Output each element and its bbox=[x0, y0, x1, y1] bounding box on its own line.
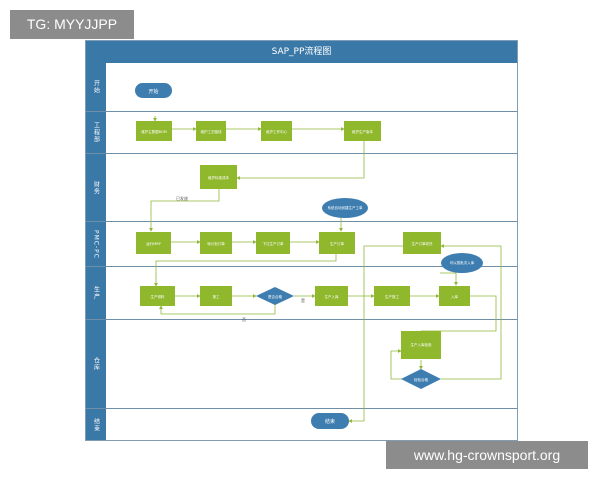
start-node: 开始 bbox=[135, 83, 172, 98]
process-release-order-label: 下达生产订单 bbox=[263, 241, 284, 246]
process-mrp: 运行MRP bbox=[136, 232, 171, 254]
process-planned-order: 转计划订单 bbox=[200, 232, 232, 254]
lane-divider bbox=[86, 319, 517, 320]
start-node-label: 开始 bbox=[148, 88, 158, 95]
watermark-bottom-right: www.hg-crownsport.org bbox=[386, 441, 588, 469]
diagram-title: SAP_PP流程图 bbox=[86, 41, 517, 63]
process-stock-in-label: 入库 bbox=[451, 294, 459, 299]
lane-label-finance: 财务 bbox=[86, 154, 106, 221]
process-routing-label: 维护工艺路线 bbox=[201, 129, 222, 134]
note-batch-receipt: 可以按批次入库 bbox=[441, 253, 483, 273]
process-report-work-label: 报工 bbox=[213, 294, 220, 299]
process-release-order: 下达生产订单 bbox=[256, 232, 290, 254]
note-auto-order: 系统自动创建生产工单 bbox=[322, 198, 368, 218]
process-version: 维护生产版本 bbox=[344, 121, 381, 141]
process-finance: 维护标准成本 bbox=[200, 165, 237, 189]
process-bom: 维护主数据BOM bbox=[136, 121, 172, 141]
lane-label-start: 开始 bbox=[86, 63, 106, 111]
connectors bbox=[149, 116, 502, 423]
process-production-report: 生产报工 bbox=[374, 286, 410, 306]
process-material-issue-label: 生产领料 bbox=[151, 294, 165, 299]
process-finance-label: 维护标准成本 bbox=[208, 175, 229, 180]
process-work-center: 维护工作中心 bbox=[261, 121, 292, 141]
end-node-label: 结束 bbox=[325, 418, 335, 425]
process-inbound-inspection-label: 生产入库检验 bbox=[411, 342, 432, 347]
lane-divider bbox=[86, 153, 517, 154]
note-batch-receipt-label: 可以按批次入库 bbox=[450, 260, 475, 265]
decision-inspection-label: 检验合格 bbox=[414, 377, 428, 382]
process-report-work: 报工 bbox=[200, 286, 232, 306]
lane-label-end: 结束 bbox=[86, 409, 106, 440]
decision-inspection: 检验合格 bbox=[401, 369, 441, 389]
process-mrp-label: 运行MRP bbox=[146, 241, 161, 246]
decision-qualified: 是否合格 bbox=[256, 287, 294, 305]
lane-divider bbox=[86, 266, 517, 267]
lane-label-engineering: 工程部 bbox=[86, 112, 106, 153]
process-routing: 维护工艺路线 bbox=[196, 121, 226, 141]
process-production-order: 生产订单 bbox=[319, 232, 355, 254]
flow-canvas: 开始 结束 维护主数据BOM 维护工艺路线 维护工作中心 维护生产版本 维护标准… bbox=[135, 83, 502, 429]
lane-divider bbox=[86, 221, 517, 222]
lane-divider bbox=[86, 408, 517, 409]
process-work-center-label: 维护工作中心 bbox=[266, 129, 287, 134]
edge-label-no: 否 bbox=[242, 317, 246, 322]
end-node: 结束 bbox=[311, 413, 349, 429]
lane-label-warehouse: 仓库 bbox=[86, 320, 106, 408]
lane-label-pmc: PMC-PC bbox=[86, 222, 106, 266]
note-auto-order-label: 系统自动创建生产工单 bbox=[328, 205, 363, 210]
lane-label-production: 生产 bbox=[86, 267, 106, 319]
process-planned-order-label: 转计划订单 bbox=[207, 241, 225, 246]
process-order-receipt: 生产订单收货 bbox=[403, 232, 441, 254]
process-version-label: 维护生产版本 bbox=[352, 129, 373, 134]
process-inbound-inspection: 生产入库检验 bbox=[401, 331, 441, 359]
process-material-issue: 生产领料 bbox=[140, 286, 175, 306]
swimlane-diagram: SAP_PP流程图 开始 工程部 财务 PMC-PC 生产 仓库 结束 bbox=[85, 40, 518, 441]
process-order-receipt-label: 生产订单收货 bbox=[412, 241, 433, 246]
process-production-inbound: 生产入库 bbox=[315, 286, 348, 306]
edge-label-released: 已发放 bbox=[176, 195, 188, 201]
process-production-report-label: 生产报工 bbox=[385, 294, 399, 299]
process-production-order-label: 生产订单 bbox=[330, 241, 344, 246]
process-bom-label: 维护主数据BOM bbox=[141, 129, 167, 134]
edge-label-yes: 是 bbox=[301, 297, 305, 303]
lane-divider bbox=[86, 111, 517, 112]
process-stock-in: 入库 bbox=[439, 286, 470, 306]
decision-qualified-label: 是否合格 bbox=[268, 294, 282, 299]
process-production-inbound-label: 生产入库 bbox=[325, 294, 339, 299]
watermark-top-left: TG: MYYJJPP bbox=[10, 10, 134, 39]
